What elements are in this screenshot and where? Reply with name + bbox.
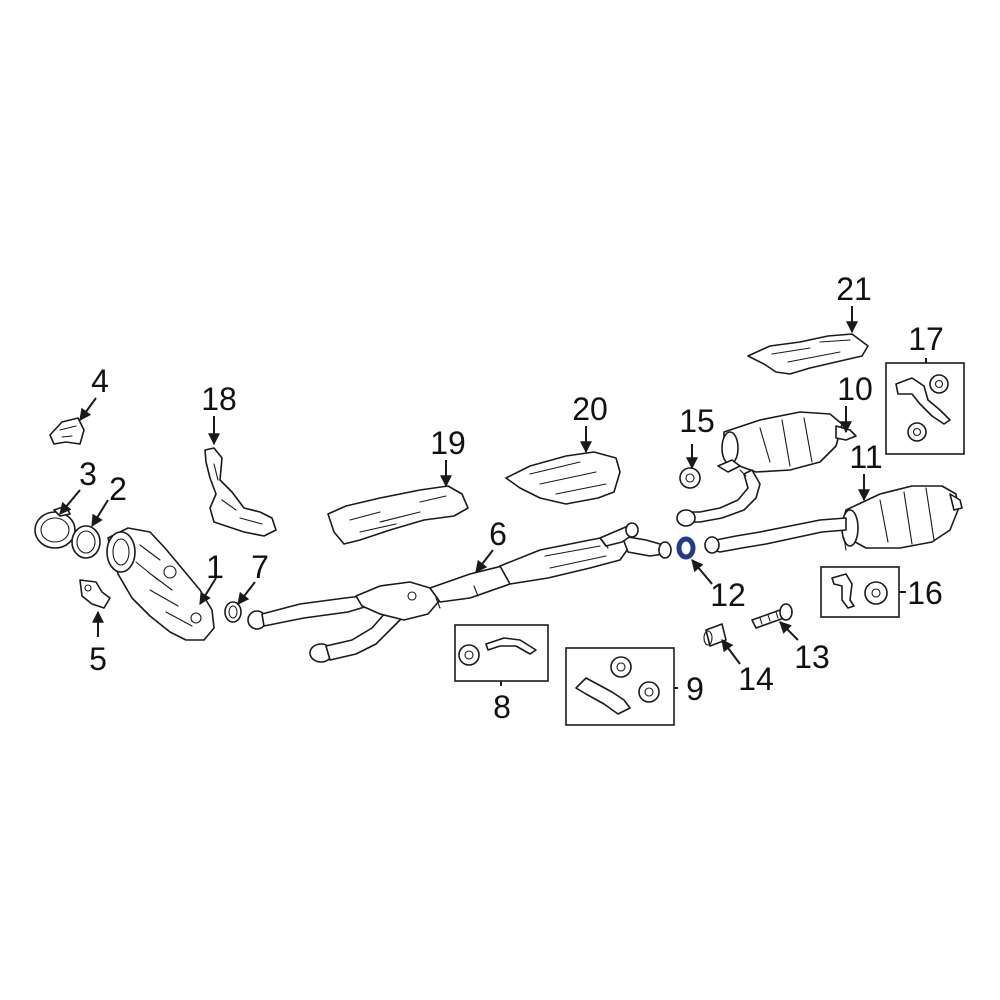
part-1-catalytic-converter[interactable]: [106, 527, 215, 641]
callout-4: 4: [91, 363, 109, 399]
part-15-hanger-insulator[interactable]: [679, 467, 701, 489]
part-12-gasket-highlighted[interactable]: [676, 536, 696, 560]
callout-14: 14: [738, 661, 774, 697]
callout-21: 21: [836, 271, 872, 307]
callout-20: 20: [572, 391, 608, 427]
callout-18: 18: [201, 381, 237, 417]
callout-19: 19: [430, 425, 466, 461]
callout-2: 2: [109, 471, 127, 507]
part-2-gasket[interactable]: [71, 525, 101, 559]
leader-2: [91, 499, 109, 528]
leader-12: [691, 559, 713, 585]
callout-5: 5: [89, 641, 107, 677]
part-19-heat-shield[interactable]: [327, 485, 469, 545]
part-21-heat-shield[interactable]: [747, 333, 869, 375]
callout-8: 8: [493, 689, 511, 725]
part-20-heat-shield[interactable]: [505, 451, 621, 505]
callout-15: 15: [679, 403, 715, 439]
callout-11: 11: [849, 439, 882, 475]
part-11-muffler[interactable]: [704, 485, 963, 554]
callout-10: 10: [837, 371, 873, 407]
callout-7: 7: [251, 549, 269, 585]
part-9-hanger-set[interactable]: [565, 647, 675, 726]
leader-4: [79, 397, 97, 421]
leader-14: [721, 639, 741, 665]
part-13-bolt[interactable]: [751, 603, 793, 629]
part-3-clamp[interactable]: [34, 505, 76, 549]
leader-lines: [59, 306, 927, 689]
leader-13: [779, 621, 799, 641]
callout-12: 12: [710, 577, 746, 613]
part-10-muffler[interactable]: [676, 411, 857, 527]
callout-16: 16: [907, 575, 943, 611]
callout-3: 3: [79, 456, 97, 492]
callout-labels: 1 2 3 4 5 6 7 8 9 10 11 12 13 14 15 16 1…: [79, 271, 944, 725]
part-8-hanger-set[interactable]: [454, 624, 549, 682]
part-14-nut[interactable]: [703, 623, 727, 647]
callout-17: 17: [908, 321, 944, 357]
part-18-heat-shield[interactable]: [204, 447, 277, 537]
callout-6: 6: [489, 516, 507, 552]
part-7-gasket[interactable]: [224, 601, 242, 623]
part-4-heat-insulator[interactable]: [49, 417, 85, 445]
callout-1: 1: [206, 549, 224, 585]
part-6-center-pipe[interactable]: [247, 522, 672, 663]
leader-1: [199, 577, 217, 606]
leader-3: [59, 489, 81, 515]
leader-6: [475, 549, 494, 573]
part-5-bracket[interactable]: [79, 579, 111, 609]
part-17-hanger-set[interactable]: [885, 362, 965, 455]
callout-13: 13: [794, 639, 830, 675]
leader-7: [237, 581, 256, 605]
callout-9: 9: [686, 671, 704, 707]
part-16-hanger-set[interactable]: [820, 566, 900, 618]
